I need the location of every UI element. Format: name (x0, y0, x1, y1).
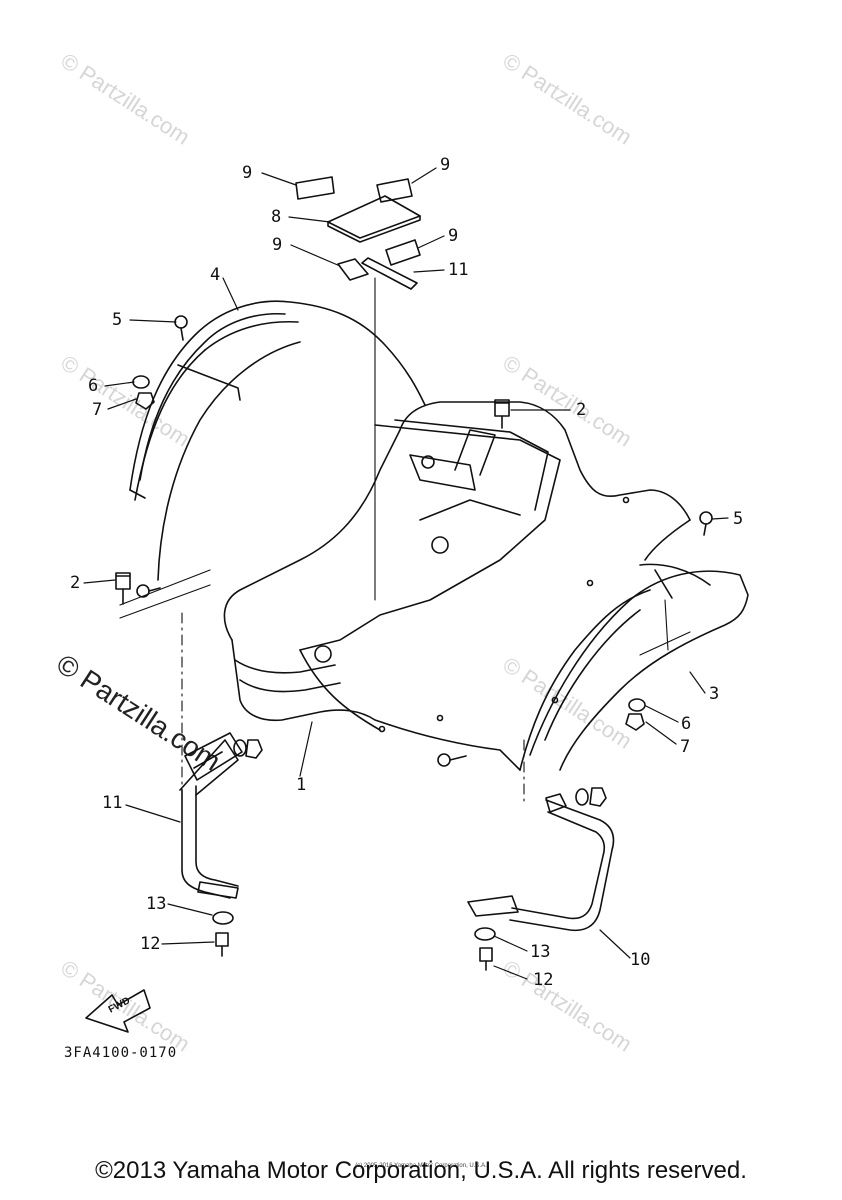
washer-6-left (132, 375, 150, 389)
rear-fender-body (223, 401, 691, 771)
nut-7-left (135, 392, 155, 410)
pad-9-left (337, 258, 369, 281)
callout-9: 9 (272, 235, 283, 255)
callout-7: 7 (680, 737, 691, 757)
callout-11: 11 (448, 260, 469, 280)
bolt-12-right (479, 947, 493, 971)
callout-11: 11 (102, 793, 123, 813)
mat-8 (327, 195, 421, 243)
part-code: 3FA4100-0170 (64, 1045, 178, 1061)
bolt-side-left (136, 584, 161, 598)
left-grab-bar (179, 732, 243, 899)
callout-6: 6 (88, 376, 99, 396)
pad-9-top-left (295, 176, 335, 200)
callout-9: 9 (440, 155, 451, 175)
screw-5-left (174, 315, 188, 341)
callout-13: 13 (146, 894, 167, 914)
callout-2: 2 (576, 400, 587, 420)
washer-nut-right-bar (575, 787, 607, 807)
washer-6-right (628, 698, 646, 712)
nut-7-right (625, 713, 645, 731)
washer-13-left (212, 911, 234, 925)
small-copyright: (c) 2005-2016 Yamaha Motor Corporation, … (355, 1163, 487, 1169)
callout-12: 12 (140, 934, 161, 954)
pad-9-right (385, 239, 421, 266)
left-fender (129, 300, 426, 581)
callout-3: 3 (709, 684, 720, 704)
callout-8: 8 (271, 207, 282, 227)
callout-10: 10 (630, 950, 651, 970)
callout-leaders (83, 167, 729, 980)
bolt-12-left (215, 932, 229, 957)
washer-13-right (474, 927, 496, 941)
bolt-side-center (437, 753, 467, 767)
pad-9-top-right (376, 178, 413, 203)
bolt-2-left (115, 572, 131, 605)
callout-9: 9 (242, 163, 253, 183)
footer-copyright: ©2013 Yamaha Motor Corporation, U.S.A. A… (95, 1157, 747, 1184)
callout-2: 2 (70, 573, 81, 593)
callout-9: 9 (448, 226, 459, 246)
callout-5: 5 (733, 509, 744, 529)
callout-4: 4 (210, 265, 221, 285)
callout-13: 13 (530, 942, 551, 962)
screw-5-right (699, 511, 713, 536)
callout-6: 6 (681, 714, 692, 734)
washer-nut-left-bar (233, 739, 263, 759)
right-fender (529, 563, 749, 771)
callout-7: 7 (92, 400, 103, 420)
bolt-2-center (494, 399, 510, 429)
callout-1: 1 (296, 775, 307, 795)
leader-lines (119, 277, 691, 807)
callout-5: 5 (112, 310, 123, 330)
strip-11 (361, 257, 418, 290)
fwd-arrow-icon (85, 989, 151, 1033)
right-grab-bar (467, 793, 615, 932)
callout-12: 12 (533, 970, 554, 990)
